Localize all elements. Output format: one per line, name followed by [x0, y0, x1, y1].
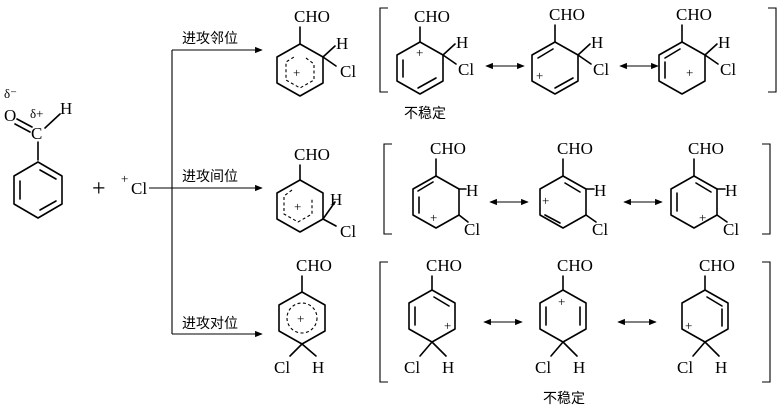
- ortho-sigma-complex: CHO + H Cl: [276, 7, 356, 97]
- reaction-plus-sign: +: [92, 176, 106, 202]
- h-label: H: [718, 33, 730, 52]
- meta-resonance-1: CHO + H Cl: [412, 139, 480, 239]
- h-label: H: [466, 181, 478, 200]
- path-meta-label: 进攻间位: [182, 169, 238, 185]
- path-para-label: 进攻对位: [182, 316, 238, 332]
- cl-label: Cl: [592, 220, 608, 239]
- cho-label: CHO: [294, 7, 330, 26]
- carbonyl-c-label: C: [31, 124, 42, 143]
- plus-charge: +: [294, 199, 301, 214]
- para-sigma-complex: CHO + Cl H: [274, 256, 332, 377]
- plus-charge: +: [686, 65, 693, 80]
- h-label: H: [725, 181, 737, 200]
- meta-sigma-complex: CHO + H Cl: [276, 145, 356, 241]
- ortho-resonance-3: CHO + H Cl: [658, 5, 736, 95]
- h-label: H: [442, 358, 454, 377]
- plus-charge: +: [699, 210, 706, 225]
- cho-label: CHO: [699, 256, 735, 275]
- cl-label: Cl: [723, 220, 739, 239]
- cho-label: CHO: [414, 7, 450, 26]
- cho-label: CHO: [430, 139, 466, 158]
- h-label: H: [594, 181, 606, 200]
- cho-label: CHO: [688, 139, 724, 158]
- cho-label: CHO: [296, 256, 332, 275]
- plus-charge: +: [685, 318, 692, 333]
- path-ortho-label: 进攻邻位: [182, 31, 238, 47]
- cl-label: Cl: [340, 222, 356, 241]
- delta-plus-label: δ+: [30, 106, 43, 121]
- plus-charge: +: [293, 65, 300, 80]
- cho-label: CHO: [676, 5, 712, 24]
- h-label: H: [330, 190, 342, 209]
- ortho-resonance-1: CHO + H Cl: [396, 7, 474, 95]
- reagent-cl: Cl: [131, 179, 147, 198]
- para-resonance-2: CHO + Cl H: [535, 256, 593, 377]
- cl-label: Cl: [535, 358, 551, 377]
- cho-label: CHO: [557, 256, 593, 275]
- meta-resonance-3: CHO + H Cl: [670, 139, 739, 239]
- h-label: H: [573, 358, 585, 377]
- cl-label: Cl: [274, 358, 290, 377]
- cl-label: Cl: [720, 60, 736, 79]
- plus-charge: +: [542, 193, 549, 208]
- reagent-charge: +: [121, 171, 128, 186]
- h-label: H: [312, 358, 324, 377]
- para-unstable-note: 不稳定: [543, 391, 585, 407]
- cl-label: Cl: [593, 60, 609, 79]
- meta-resonance-2: CHO + H Cl: [539, 139, 608, 239]
- cho-label: CHO: [549, 5, 585, 24]
- cho-label: CHO: [294, 145, 330, 164]
- plus-charge: +: [416, 45, 423, 60]
- cl-label: Cl: [404, 358, 420, 377]
- aldehyde-h-label: H: [60, 99, 72, 118]
- h-label: H: [591, 33, 603, 52]
- plus-charge: +: [558, 294, 565, 309]
- para-resonance-3: CHO + Cl H: [677, 256, 735, 377]
- plus-charge: +: [536, 68, 543, 83]
- benzaldehyde: δ⁻ O δ+ H C: [4, 86, 72, 219]
- plus-charge: +: [430, 210, 437, 225]
- cho-label: CHO: [557, 139, 593, 158]
- cl-label: Cl: [464, 220, 480, 239]
- cl-label: Cl: [458, 60, 474, 79]
- h-label: H: [456, 33, 468, 52]
- h-label: H: [715, 358, 727, 377]
- cl-label: Cl: [340, 62, 356, 81]
- delta-minus-label: δ⁻: [4, 86, 17, 101]
- cho-label: CHO: [426, 256, 462, 275]
- branch-arrows: [149, 46, 263, 338]
- ortho-resonance-2: CHO + H Cl: [531, 5, 609, 95]
- cl-label: Cl: [677, 358, 693, 377]
- plus-charge: +: [444, 318, 451, 333]
- oxygen-label: O: [4, 106, 16, 125]
- plus-charge: +: [297, 311, 304, 326]
- h-label: H: [336, 34, 348, 53]
- ortho-unstable-note: 不稳定: [404, 106, 446, 122]
- para-resonance-1: CHO + Cl H: [404, 256, 462, 377]
